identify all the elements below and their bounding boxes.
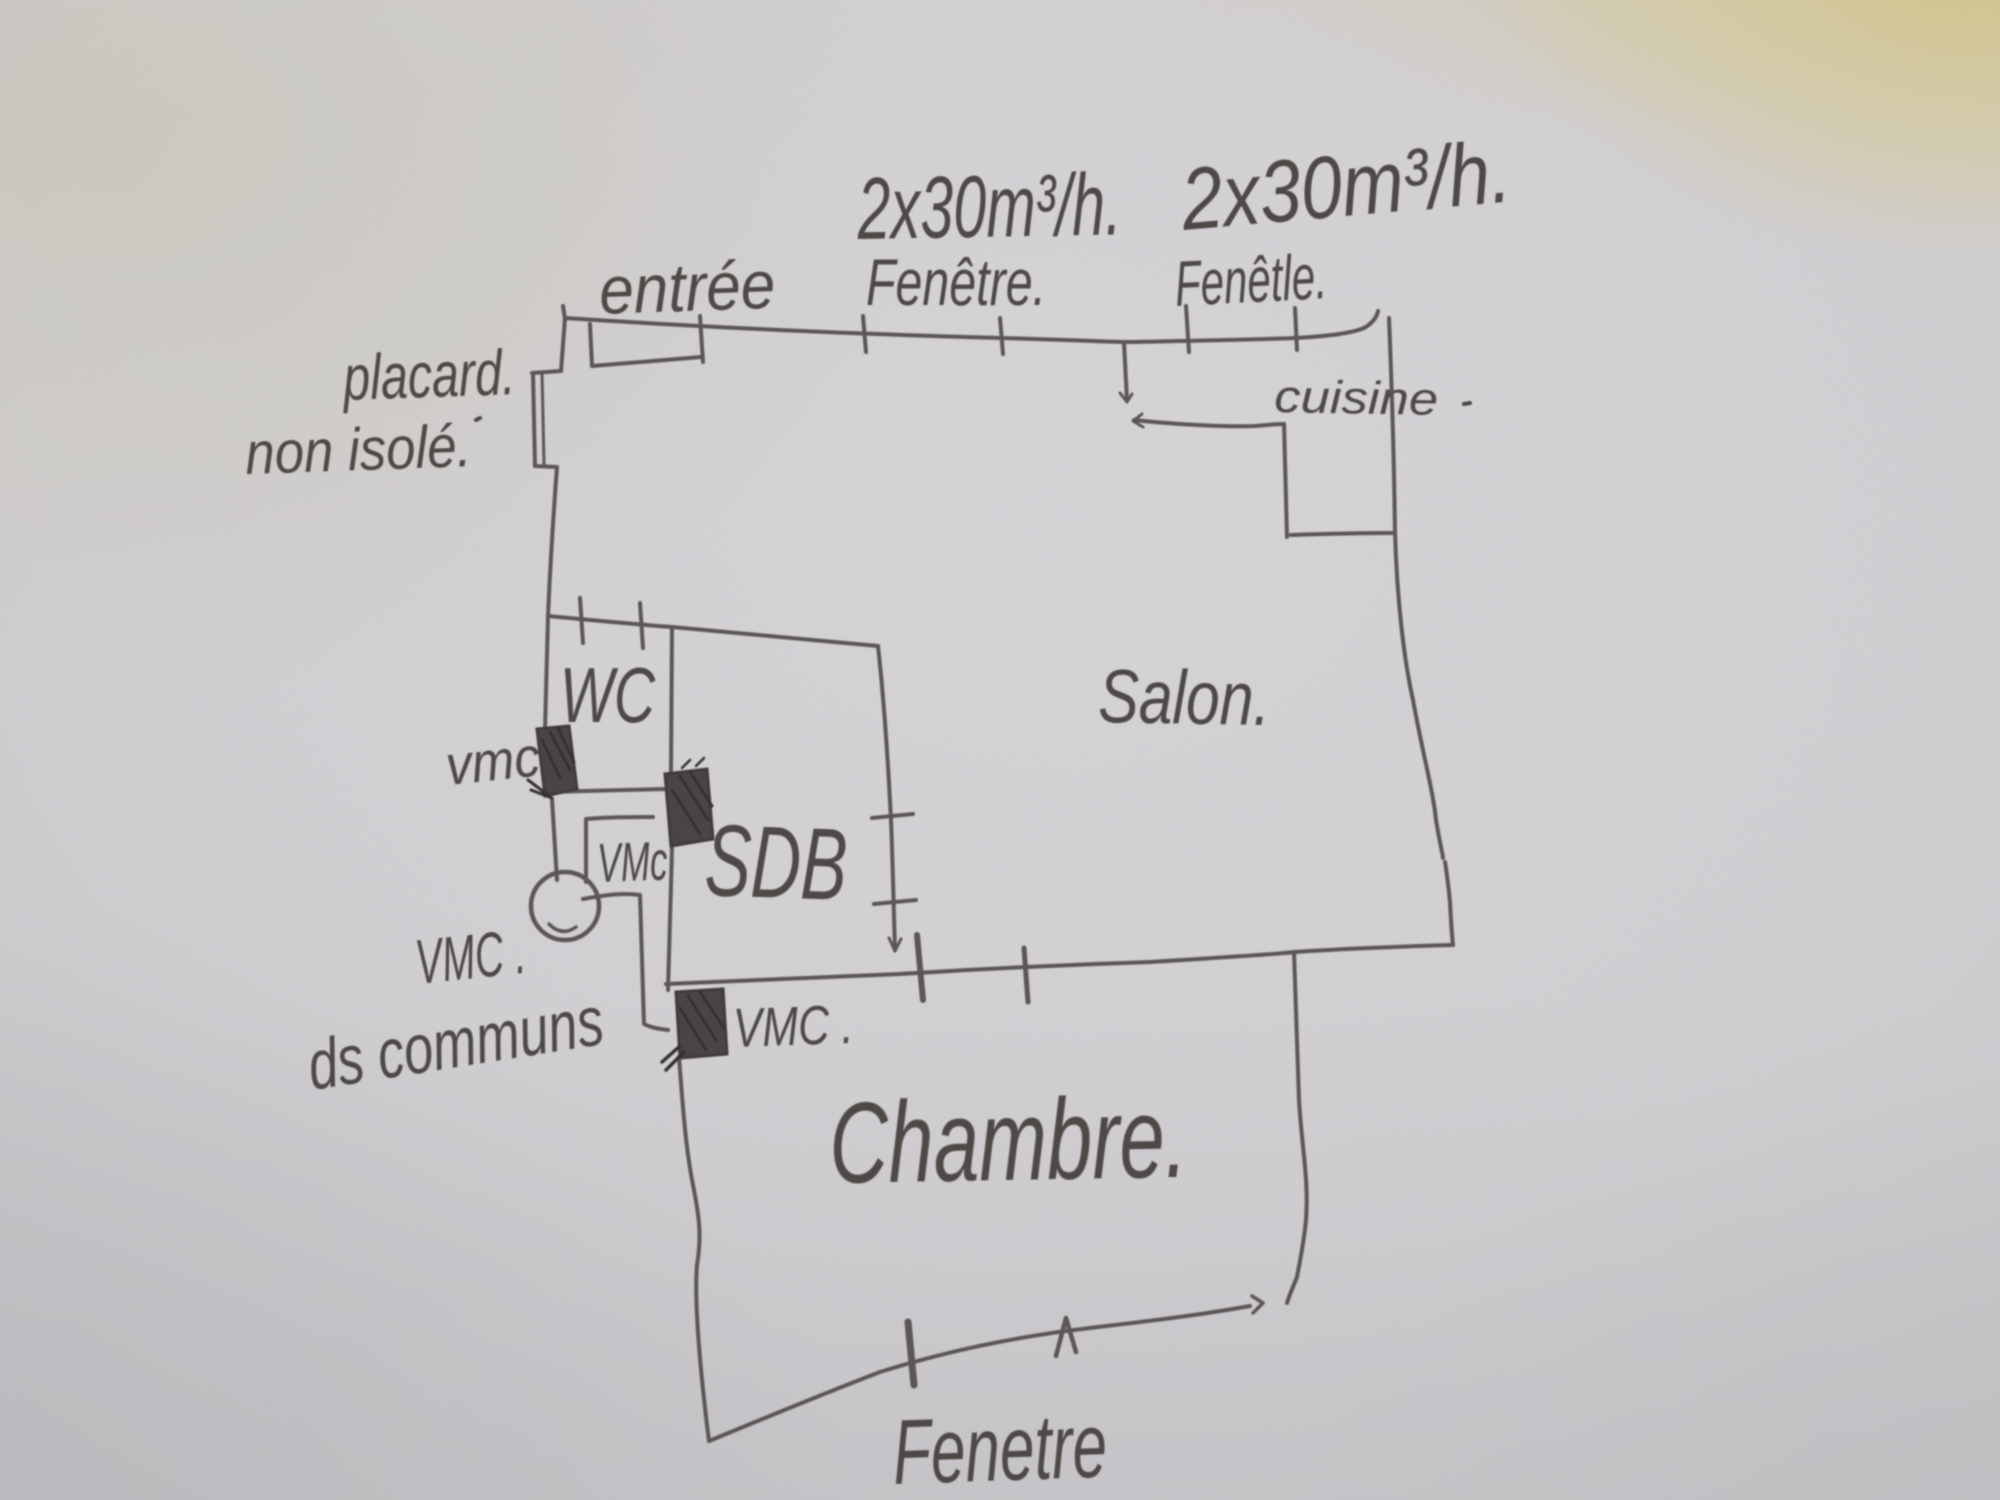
svg-text:WC: WC: [560, 651, 655, 739]
svg-text:VMC .: VMC .: [412, 917, 529, 998]
svg-text:entrée: entrée: [598, 247, 777, 329]
svg-text:VMc: VMc: [596, 830, 668, 894]
svg-text:VMC .: VMC .: [732, 993, 854, 1059]
svg-text:cuisine: cuisine: [1274, 370, 1439, 425]
svg-text:placard.: placard.: [340, 336, 516, 414]
svg-text:Fenêtre.: Fenêtre.: [866, 245, 1046, 319]
svg-text:Chambre.: Chambre.: [828, 1074, 1188, 1208]
svg-text:Fenêtle.: Fenêtle.: [1173, 240, 1329, 320]
svg-text:SDB: SDB: [703, 803, 849, 922]
svg-text:Salon.: Salon.: [1098, 654, 1271, 742]
svg-text:non isolé.: non isolé.: [244, 412, 472, 487]
svg-text:Fenetre: Fenetre: [891, 1395, 1108, 1500]
svg-text:2x30m³/h.: 2x30m³/h.: [856, 154, 1122, 258]
svg-text:vmc: vmc: [443, 724, 543, 796]
